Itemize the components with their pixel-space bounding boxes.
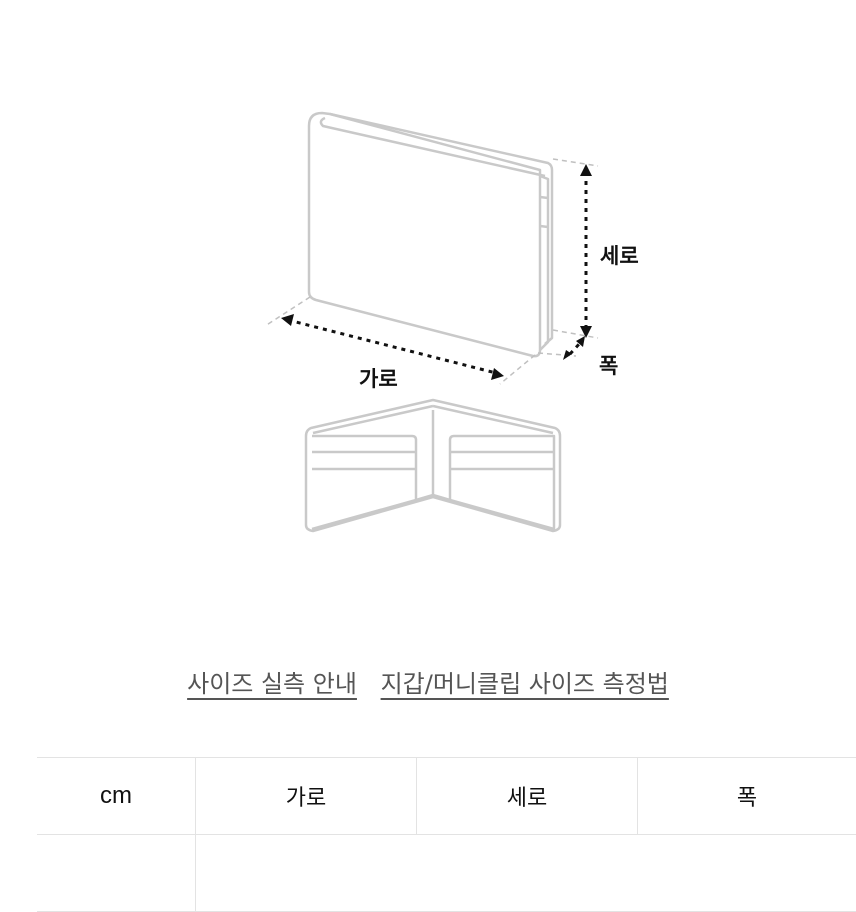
table-cell — [37, 835, 196, 912]
height-label: 세로 — [600, 240, 639, 270]
depth-header: 폭 — [638, 758, 856, 835]
table-header-row: cm 가로 세로 폭 — [37, 758, 856, 835]
closed-wallet-icon — [309, 113, 552, 356]
open-wallet-icon — [306, 400, 560, 531]
unit-header: cm — [37, 758, 196, 835]
guide-links: 사이즈 실측 안내 지갑/머니클립 사이즈 측정법 — [0, 664, 856, 699]
wallet-size-diagram: 세로 가로 폭 — [0, 0, 856, 600]
table-cell — [196, 835, 856, 912]
height-header: 세로 — [417, 758, 638, 835]
size-measurement-guide-link[interactable]: 사이즈 실측 안내 — [187, 670, 357, 698]
width-header: 가로 — [196, 758, 417, 835]
table-row — [37, 835, 856, 912]
size-table: cm 가로 세로 폭 — [37, 757, 856, 912]
width-label: 가로 — [359, 363, 398, 393]
wallet-measurement-method-link[interactable]: 지갑/머니클립 사이즈 측정법 — [381, 670, 669, 698]
depth-label: 폭 — [599, 350, 618, 380]
wallet-illustration — [0, 0, 856, 600]
